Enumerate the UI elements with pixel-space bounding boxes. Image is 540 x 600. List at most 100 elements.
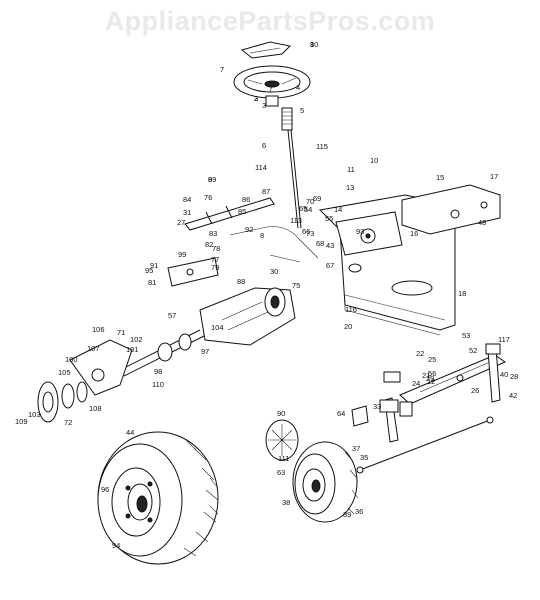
callout-18: 18	[458, 289, 466, 298]
callout-104: 104	[211, 323, 224, 332]
callout-43: 43	[326, 241, 334, 250]
callout-8: 8	[260, 231, 264, 240]
callout-14: 14	[334, 205, 342, 214]
callout-116: 116	[345, 305, 357, 314]
callout-31: 31	[183, 208, 191, 217]
callout-93: 93	[356, 227, 364, 236]
frame-top-bracket[interactable]	[401, 184, 501, 235]
callout-68: 68	[316, 239, 324, 248]
pivot-bracket[interactable]	[167, 257, 219, 287]
callout-24: 24	[412, 379, 420, 388]
callout-85: 85	[238, 207, 246, 216]
callout-117: 117	[498, 335, 510, 344]
callout-5: 5	[300, 106, 304, 115]
axle-pivot-blocks[interactable]	[383, 371, 413, 417]
callout-1: 1	[310, 40, 314, 49]
callout-63: 63	[277, 468, 285, 477]
steering-spindle-left[interactable]	[379, 397, 399, 443]
callout-13: 13	[346, 183, 354, 192]
callout-29: 29	[426, 374, 434, 383]
callout-70: 70	[306, 197, 314, 206]
rear-rim[interactable]	[111, 467, 161, 537]
callout-56: 56	[428, 369, 436, 378]
callout-39: 39	[343, 510, 351, 519]
front-rim[interactable]	[302, 468, 326, 502]
callout-57: 57	[168, 311, 176, 320]
callout-12: 12	[427, 377, 435, 386]
callout-82: 82	[205, 240, 213, 249]
callout-16: 16	[410, 229, 418, 238]
callout-67: 67	[326, 261, 334, 270]
callout-115: 115	[316, 142, 328, 151]
steering-cap[interactable]	[240, 41, 292, 59]
callout-11: 11	[347, 165, 355, 174]
callout-3: 3	[254, 94, 258, 103]
callout-110: 110	[152, 380, 164, 389]
callout-54: 54	[304, 205, 312, 214]
callout-113: 113	[290, 216, 302, 225]
steering-hub[interactable]	[265, 95, 293, 131]
callout-52: 52	[469, 346, 477, 355]
callout-83: 83	[209, 229, 217, 238]
callout-10: 10	[370, 156, 378, 165]
callout-94: 94	[112, 541, 120, 550]
callout-105: 105	[58, 368, 71, 377]
front-axle-bar[interactable]	[399, 354, 507, 405]
steering-shaft[interactable]	[287, 129, 302, 229]
front-hub[interactable]	[37, 381, 88, 423]
callout-80: 80	[310, 40, 318, 49]
axle-bushing-117[interactable]	[351, 405, 369, 427]
callout-48: 48	[478, 218, 486, 227]
callout-22: 22	[416, 349, 424, 358]
callout-95: 95	[145, 266, 153, 275]
callout-33: 33	[373, 402, 381, 411]
callout-84: 84	[183, 195, 191, 204]
callout-15: 15	[436, 173, 444, 182]
callout-17: 17	[490, 172, 498, 181]
callout-65: 65	[299, 204, 307, 213]
callout-100: 100	[65, 355, 78, 364]
steering-wheel[interactable]	[233, 65, 311, 99]
callout-7: 7	[220, 65, 224, 74]
callout-4: 4	[296, 83, 300, 92]
steering-spindle-right[interactable]	[485, 343, 501, 403]
callout-72: 72	[64, 418, 72, 427]
callout-79: 79	[211, 263, 219, 272]
callout-21: 21	[422, 371, 430, 380]
drive-shaft[interactable]	[119, 329, 205, 377]
callout-73: 73	[306, 229, 314, 238]
callout-77: 77	[211, 255, 219, 264]
callout-71: 71	[117, 328, 125, 337]
callout-89: 89	[208, 175, 216, 184]
frame-inner-plate[interactable]	[335, 211, 403, 256]
callout-106: 106	[92, 325, 105, 334]
tie-rod[interactable]	[356, 416, 494, 474]
callout-3: 3	[262, 101, 266, 110]
callout-20: 20	[344, 322, 352, 331]
callout-27: 27	[177, 218, 185, 227]
callout-75: 75	[292, 281, 300, 290]
callout-90: 90	[277, 409, 285, 418]
callout-2: 2	[254, 94, 258, 103]
callout-28: 28	[510, 372, 518, 381]
callout-114: 114	[255, 163, 267, 172]
hub-cap[interactable]	[265, 419, 299, 461]
callout-25: 25	[428, 355, 436, 364]
callout-87: 87	[262, 187, 270, 196]
axle-housing[interactable]	[199, 287, 296, 346]
shift-rod[interactable]	[229, 226, 319, 263]
callout-76: 76	[204, 193, 212, 202]
shift-linkage-arm[interactable]	[184, 197, 275, 231]
callout-88: 88	[237, 277, 245, 286]
callout-96: 96	[101, 485, 109, 494]
callout-102: 102	[130, 335, 143, 344]
callout-6: 6	[262, 141, 266, 150]
callout-36: 36	[355, 507, 363, 516]
callout-99: 99	[178, 250, 186, 259]
spindle-knuckle[interactable]	[69, 339, 133, 396]
callout-26: 26	[471, 386, 479, 395]
callout-53: 53	[462, 331, 470, 340]
